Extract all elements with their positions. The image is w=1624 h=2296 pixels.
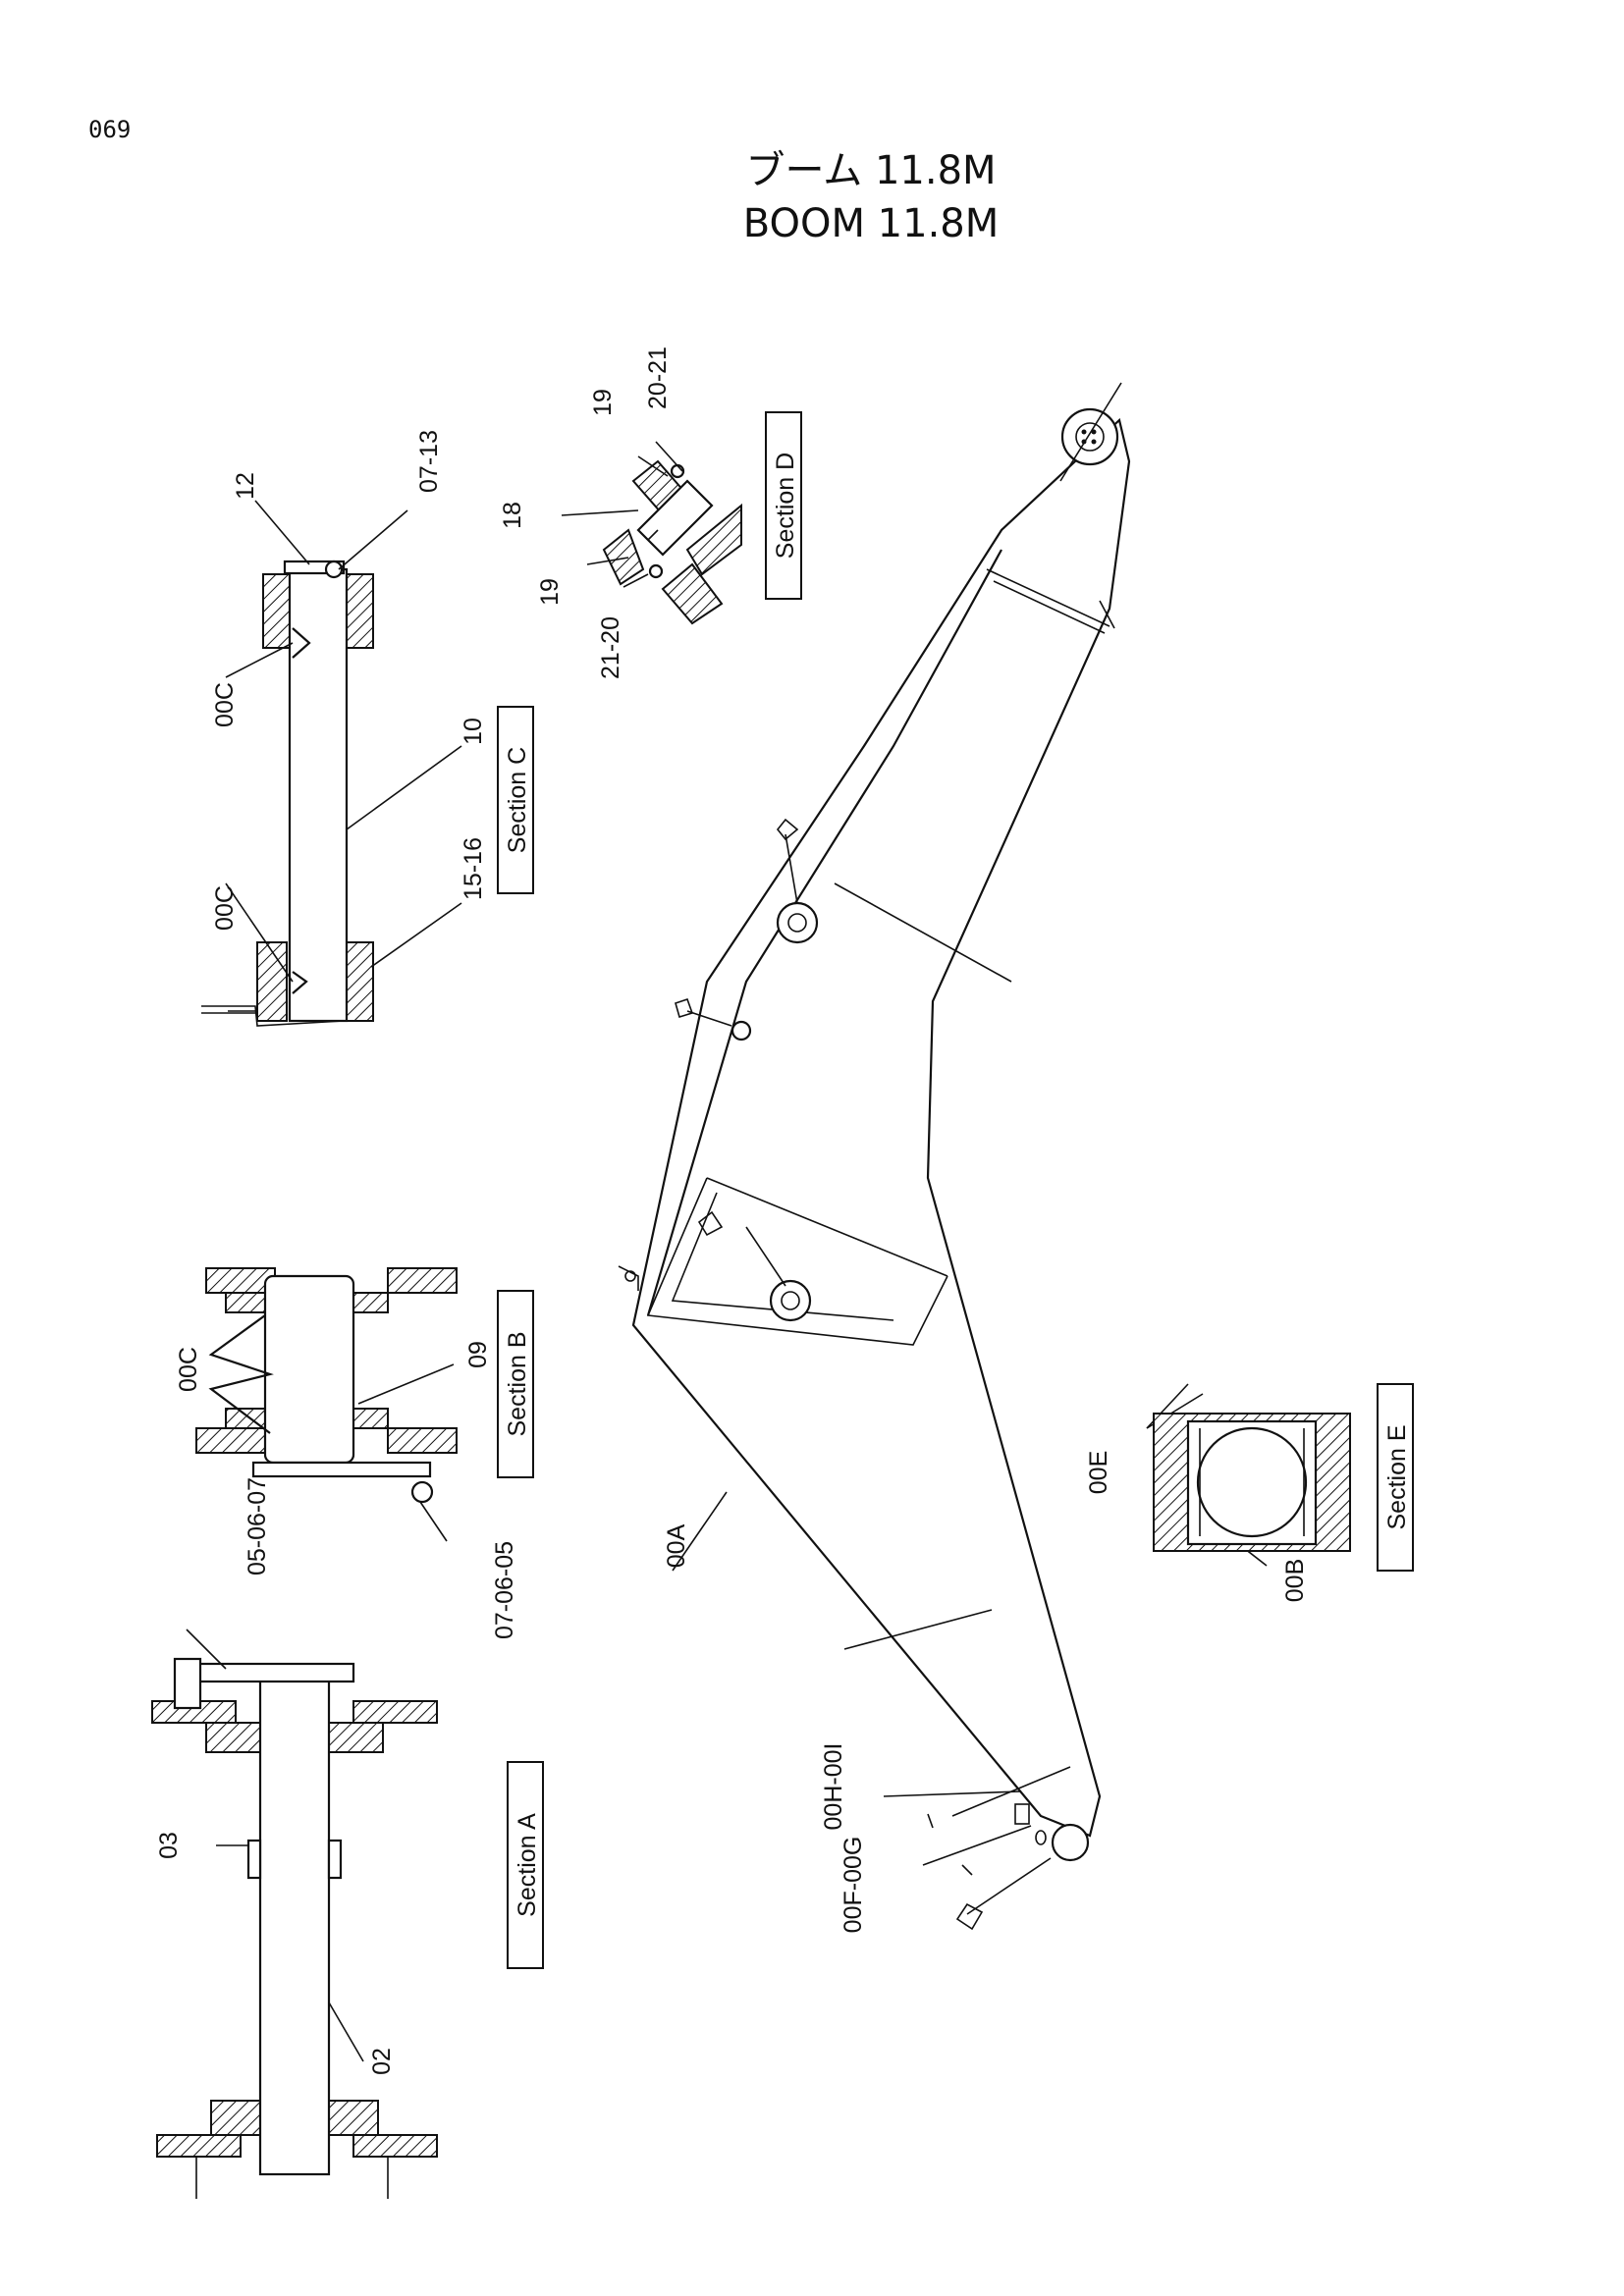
svg-text:Section E: Section E <box>1383 1424 1411 1529</box>
section-e-box: Section E <box>1377 1383 1414 1572</box>
callout-07-13: 07-13 <box>415 430 443 493</box>
bracket-pin-upper <box>776 901 819 944</box>
callout-21-20: 21-20 <box>597 616 624 679</box>
section-b-box: Section B <box>497 1290 534 1478</box>
callout-00C-c2: 00C <box>211 885 239 931</box>
callout-00F-00G: 00F-00G <box>839 1837 867 1934</box>
callout-19-top: 19 <box>589 389 617 416</box>
boom-assembly <box>618 382 1131 1931</box>
svg-text:Section B: Section B <box>504 1331 531 1436</box>
bracket-pin-lower <box>769 1279 812 1322</box>
section-a-drawing <box>151 1657 438 2199</box>
tip-pin-eye <box>1060 407 1119 466</box>
section-c-drawing <box>201 560 374 1027</box>
callout-07-06-05: 07-06-05 <box>491 1541 518 1639</box>
section-c-box: Section C <box>497 706 534 894</box>
callout-10: 10 <box>460 718 487 745</box>
title-japanese: ブーム 11.8M <box>745 148 997 193</box>
callout-00A: 00A <box>663 1523 690 1568</box>
title-english: BOOM 11.8M <box>742 201 1000 246</box>
section-e-drawing <box>1153 1413 1351 1552</box>
callout-00H-00I: 00H-00I <box>820 1743 847 1831</box>
callout-00E: 00E <box>1085 1451 1112 1494</box>
section-b-drawing <box>195 1267 458 1504</box>
svg-text:Section C: Section C <box>504 747 531 853</box>
callout-02: 02 <box>368 2048 396 2075</box>
callout-00B: 00B <box>1281 1559 1309 1602</box>
callout-15-16: 15-16 <box>460 837 487 900</box>
section-d-box: Section D <box>765 411 802 600</box>
callout-00C-b: 00C <box>175 1347 202 1392</box>
callout-03: 03 <box>155 1832 183 1859</box>
callout-12: 12 <box>232 472 259 500</box>
page-number: 069 <box>88 116 132 143</box>
callout-19-bottom: 19 <box>536 578 564 606</box>
callout-18: 18 <box>499 502 526 529</box>
foot-pin-eye <box>1051 1823 1090 1862</box>
callout-09: 09 <box>464 1341 492 1368</box>
callout-00C-c1: 00C <box>211 682 239 727</box>
callout-05-06-07: 05-06-07 <box>244 1477 271 1575</box>
callout-20-21: 20-21 <box>644 347 672 409</box>
svg-text:Section A: Section A <box>514 1813 541 1917</box>
section-d-drawing <box>602 459 742 625</box>
section-a-box: Section A <box>507 1761 544 1969</box>
svg-text:Section D: Section D <box>772 453 799 559</box>
